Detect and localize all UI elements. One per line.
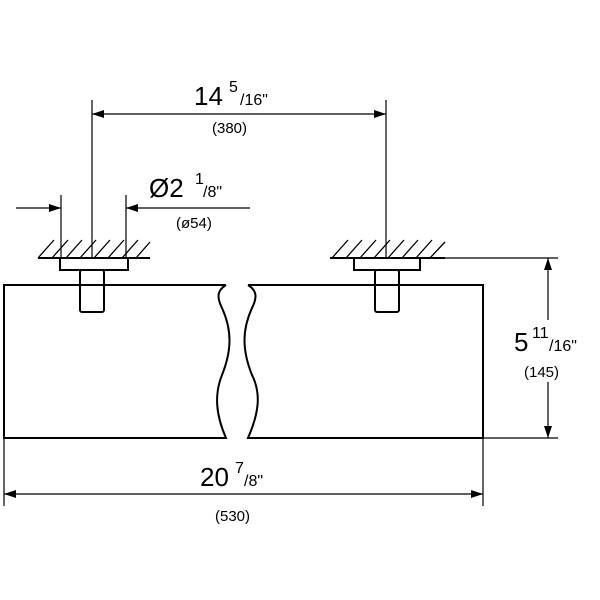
mount-diameter-metric: (ø54) <box>176 215 212 232</box>
mount-spacing-num: 5 <box>229 79 238 96</box>
overall-width-label: 20 7 /8" (530) <box>200 460 263 525</box>
mount-diameter-label: Ø2 1 /8" (ø54) <box>149 171 222 232</box>
mount-spacing-den: /16" <box>240 92 268 109</box>
mount-diameter-den: /8" <box>203 184 222 201</box>
height-label-bg <box>510 320 598 382</box>
mount-diameter-num: 1 <box>195 171 204 188</box>
mount-spacing-label: 14 5 /16" (380) <box>194 79 268 137</box>
height-whole: 5 <box>514 327 528 357</box>
overall-width-num: 7 <box>235 460 244 477</box>
mount-spacing-whole: 14 <box>194 81 223 111</box>
bar-right-section <box>243 284 484 439</box>
overall-width-whole: 20 <box>200 462 229 492</box>
wall-hatch-left <box>37 239 151 259</box>
height-label: 5 11 /16" (145) <box>514 325 577 381</box>
wall-hatch-right <box>330 239 446 259</box>
bar-left-section <box>3 284 231 439</box>
height-num: 11 <box>532 325 549 342</box>
overall-width-metric: (530) <box>215 508 250 525</box>
height-den: /16" <box>549 338 577 355</box>
right-mount <box>353 257 421 313</box>
height-metric: (145) <box>524 364 559 381</box>
mount-spacing-metric: (380) <box>212 120 247 137</box>
left-mount <box>59 257 129 313</box>
mount-diameter-whole: Ø2 <box>149 173 184 203</box>
overall-width-den: /8" <box>244 473 263 490</box>
